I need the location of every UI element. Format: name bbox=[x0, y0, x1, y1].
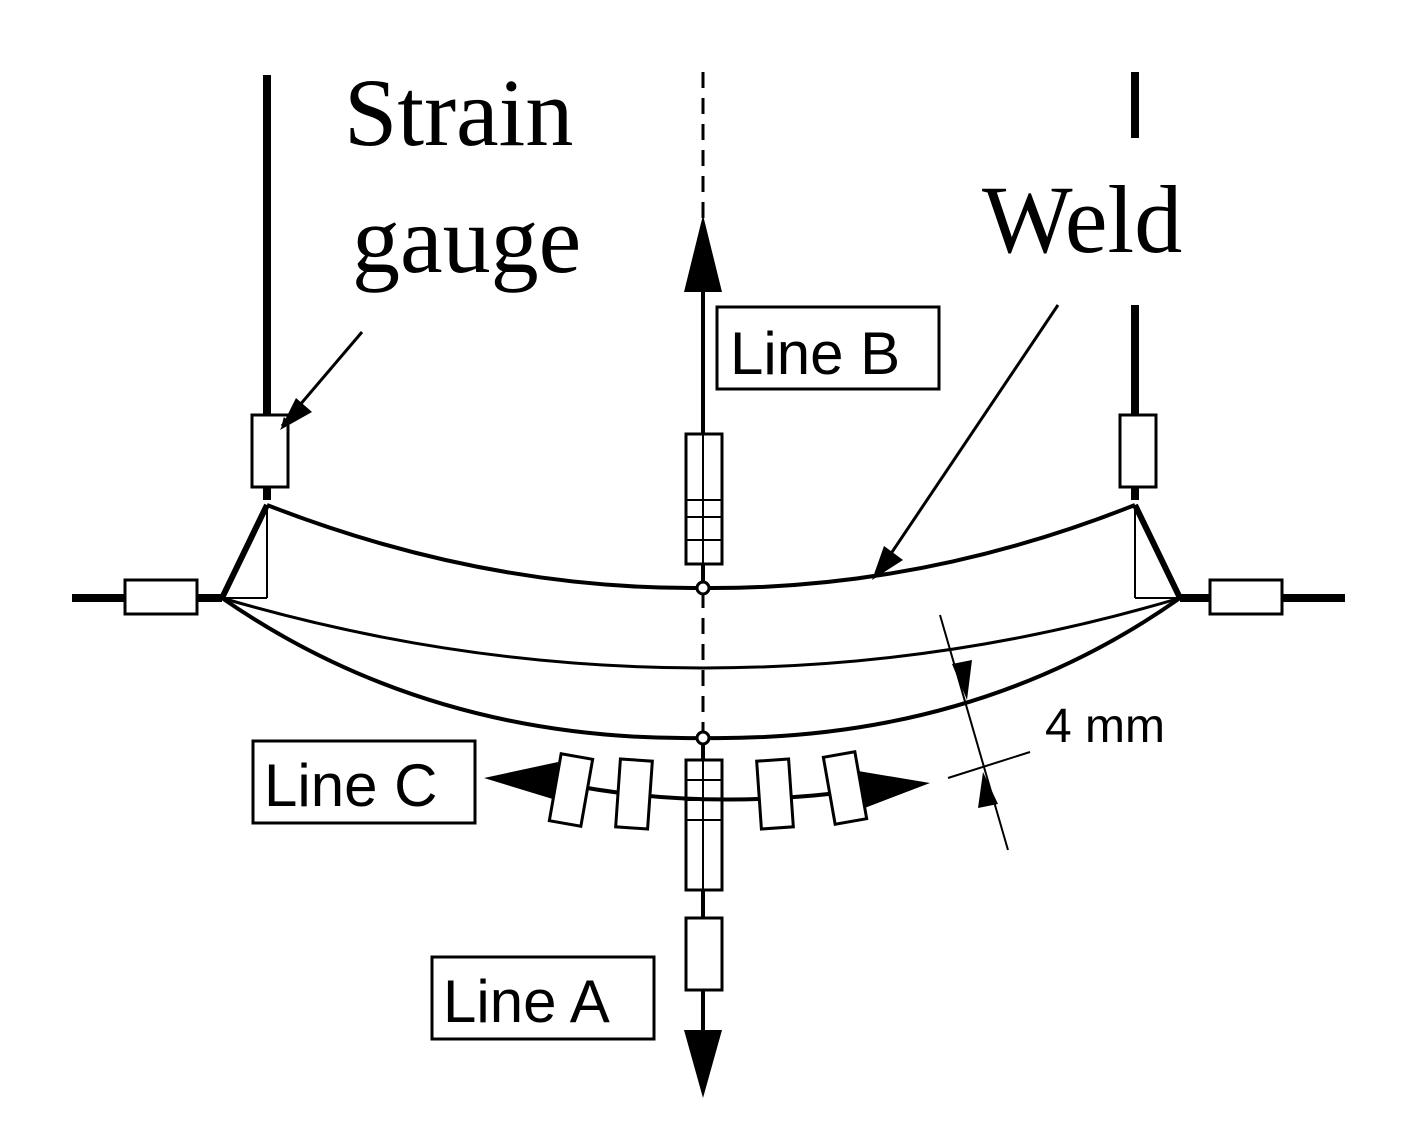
left-corner-diagonal bbox=[219, 503, 270, 600]
weld-inner-curve bbox=[221, 596, 1181, 670]
line-a-arrowhead bbox=[684, 1030, 722, 1098]
line-b-label: Line B bbox=[730, 320, 900, 387]
strain-gauge-leader-head bbox=[280, 398, 312, 430]
strain-gauge-right-vertical bbox=[1118, 413, 1158, 489]
line-c-gauge-4 bbox=[821, 750, 869, 826]
dimension-arrow-lower bbox=[978, 772, 998, 808]
right-corner-diagonal bbox=[1132, 503, 1183, 600]
center-point-bottom bbox=[695, 730, 711, 746]
strain-gauge-label-line2: gauge bbox=[352, 186, 581, 293]
dimension-leader-line bbox=[947, 751, 1031, 779]
dimension-arrow-upper bbox=[952, 660, 972, 700]
line-c-gauge-1 bbox=[547, 752, 595, 828]
line-c-left-arrowhead bbox=[484, 762, 558, 800]
line-c-label-box bbox=[251, 739, 477, 825]
weld-leader-arrow bbox=[878, 304, 1060, 571]
dimension-extension-line bbox=[939, 614, 1009, 851]
strain-gauge-label-line1: Strain bbox=[344, 59, 573, 166]
weld-label: Weld bbox=[982, 166, 1182, 273]
line-c-gauge-2 bbox=[614, 757, 654, 831]
line-b-label-box bbox=[715, 305, 941, 391]
strain-gauge-left-horizontal bbox=[123, 578, 199, 616]
line-a-label-box bbox=[430, 955, 656, 1041]
line-c-label: Line C bbox=[264, 752, 437, 819]
line-a-label: Line A bbox=[443, 968, 610, 1035]
line-c-right-arrowhead bbox=[858, 771, 930, 809]
strain-gauge-right-horizontal bbox=[1208, 578, 1284, 616]
center-point-top bbox=[695, 580, 711, 596]
line-b-arrowhead bbox=[684, 215, 722, 292]
dimension-label: 4 mm bbox=[1045, 700, 1165, 753]
line-c-axis bbox=[559, 781, 863, 802]
weld-leader-head bbox=[872, 546, 903, 580]
line-c-gauge-3 bbox=[755, 757, 795, 831]
line-a-gauge-lower bbox=[684, 916, 724, 992]
